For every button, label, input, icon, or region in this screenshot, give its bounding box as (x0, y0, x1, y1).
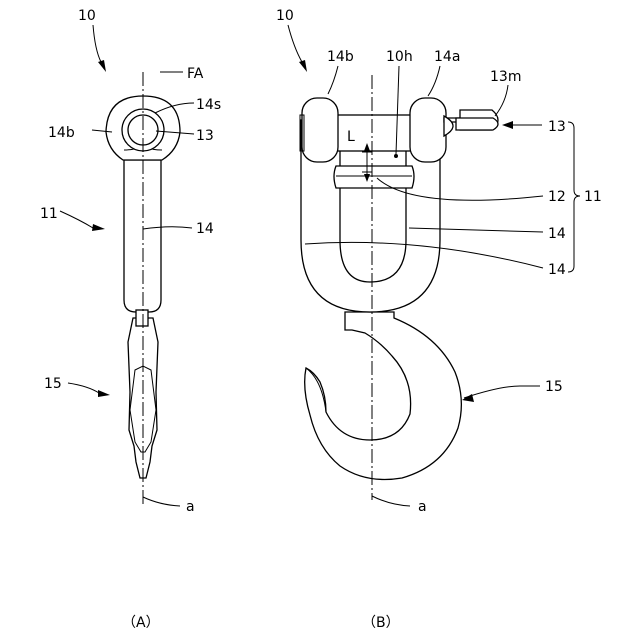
label-b-axis-line: a (418, 499, 427, 515)
label-a-assembly: 10 (78, 8, 96, 24)
shank-pin (136, 310, 148, 326)
hook-front-view (305, 312, 462, 480)
figure-a: 10 FA 14s 14b 13 11 14 15 a （A） (40, 8, 221, 631)
label-b-group: 11 (584, 189, 602, 205)
label-a-pin: 13 (196, 128, 214, 144)
eye-right (410, 98, 446, 162)
label-b-pin-end: 13m (490, 69, 521, 85)
label-b-hook: 15 (545, 379, 563, 395)
label-b-eye-left: 14b (327, 49, 354, 65)
label-a-eye-hole: 14s (196, 97, 221, 113)
label-b-pin: 13 (548, 119, 566, 135)
label-a-hook: 15 (44, 376, 62, 392)
label-b-assembly: 10 (276, 8, 294, 24)
label-a-axis: FA (187, 66, 204, 82)
group-brace (568, 122, 580, 272)
panel-label-a: （A） (122, 615, 160, 631)
label-b-body-1: 14 (548, 226, 566, 242)
label-b-body-2: 14 (548, 262, 566, 278)
figure-b: 10 14b 10h 14a 13m L 13 12 11 14 14 15 a… (276, 8, 602, 631)
pin-end-shaft (456, 118, 498, 130)
hole-center-dot (394, 154, 398, 158)
eye-left (302, 98, 338, 162)
label-b-eye-right: 14a (434, 49, 460, 65)
label-b-gap: L (347, 129, 355, 145)
pin-collar (334, 166, 414, 188)
label-a-eye: 14b (48, 125, 75, 141)
label-b-hole: 10h (386, 49, 413, 65)
label-a-swivel: 11 (40, 206, 58, 222)
panel-label-b: （B） (362, 615, 400, 631)
label-a-axis-line: a (186, 499, 195, 515)
label-a-body: 14 (196, 221, 214, 237)
label-b-collar: 12 (548, 189, 566, 205)
hole-band (333, 115, 415, 151)
